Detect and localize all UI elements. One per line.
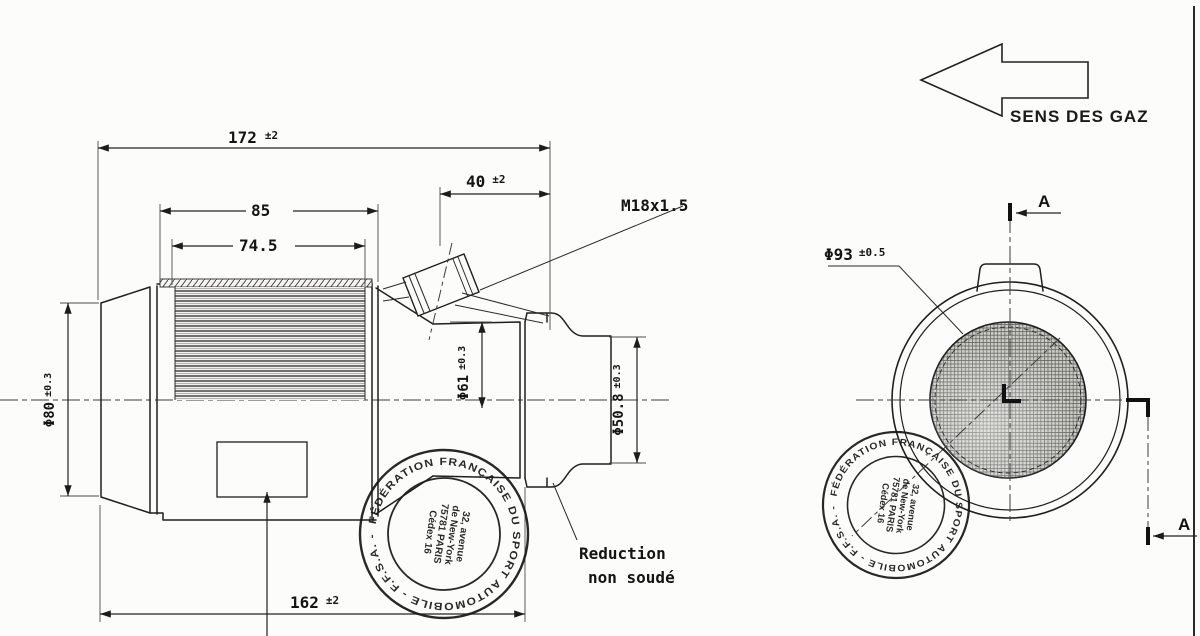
dim-phi61-label: Φ61±0.3 bbox=[456, 346, 472, 400]
gas-flow-indicator: SENS DES GAZ bbox=[919, 42, 1149, 126]
dim-phi80-label: Φ80±0.3 bbox=[42, 373, 58, 427]
dim-phi50-8-label: Φ50.8±0.3 bbox=[611, 364, 627, 435]
section-letter-top: A bbox=[1038, 192, 1050, 211]
perforated-liner bbox=[175, 287, 365, 400]
dim-sensor-offset: 40±2 bbox=[439, 172, 550, 246]
body-top-seam-band bbox=[159, 278, 373, 288]
flow-arrow-icon bbox=[919, 42, 1089, 118]
flow-label: SENS DES GAZ bbox=[1010, 107, 1149, 126]
section-letter-bottom: A bbox=[1178, 515, 1190, 534]
id-plate bbox=[216, 441, 308, 498]
reduction-note-line2: non soudé bbox=[588, 568, 675, 587]
side-view bbox=[100, 242, 612, 521]
sensor-axis-centerline bbox=[428, 242, 453, 341]
dim-mid-diameter: Φ61±0.3 bbox=[450, 321, 492, 408]
dim-inlet-diameter: Φ80±0.3 bbox=[42, 302, 99, 497]
dim-162-label: 162±2 bbox=[290, 593, 339, 612]
stamp-address: 32, avenue de New-York 75781 PARIS Cédex… bbox=[875, 476, 921, 534]
core-diagonal-centerline bbox=[851, 337, 1061, 537]
dim-body-length: 85 bbox=[159, 199, 379, 282]
dim-172-label: 172±2 bbox=[228, 128, 278, 147]
dim-85-label: 85 bbox=[251, 201, 270, 220]
dim-outlet-diameter: Φ50.8±0.3 bbox=[609, 336, 646, 464]
dim-liner-length: 74.5 bbox=[171, 234, 366, 286]
thread-label: M18x1.5 bbox=[621, 196, 688, 215]
stamp-inner-ring bbox=[387, 477, 501, 591]
dim-overall-length: 172±2 bbox=[97, 128, 551, 330]
mid-pipe bbox=[432, 321, 526, 479]
section-marker-top: A bbox=[1008, 192, 1061, 221]
dim-40-label: 40±2 bbox=[466, 172, 506, 191]
end-view: Φ93±0.5 A A bbox=[824, 192, 1197, 545]
sensor-bung bbox=[382, 242, 550, 341]
callouts: M18x1.5 Reduction non soudé bbox=[479, 196, 688, 587]
stamp-outer-ring bbox=[358, 448, 530, 620]
dim-phi93-label: Φ93±0.5 bbox=[824, 245, 885, 264]
reduction-note-line1: Reduction bbox=[579, 544, 666, 563]
sensor-tube bbox=[454, 292, 550, 324]
liner-edges bbox=[174, 287, 366, 400]
dim-74-5-label: 74.5 bbox=[239, 236, 278, 255]
stamp-outer-ring bbox=[821, 430, 971, 580]
thread-leader bbox=[479, 205, 684, 291]
core-diameter-leader bbox=[828, 265, 964, 335]
inlet-cone bbox=[100, 285, 158, 515]
dimensions: 172±2 40±2 85 74.5 Φ80±0. bbox=[42, 128, 646, 636]
center-mark bbox=[1002, 384, 1021, 403]
section-marker-bottom: A bbox=[1126, 398, 1197, 545]
dim-bottom-length: 162±2 bbox=[99, 487, 526, 622]
reduction-sleeve bbox=[524, 312, 612, 488]
reduction-leader bbox=[552, 482, 578, 541]
stamp-inner-ring bbox=[846, 455, 946, 555]
